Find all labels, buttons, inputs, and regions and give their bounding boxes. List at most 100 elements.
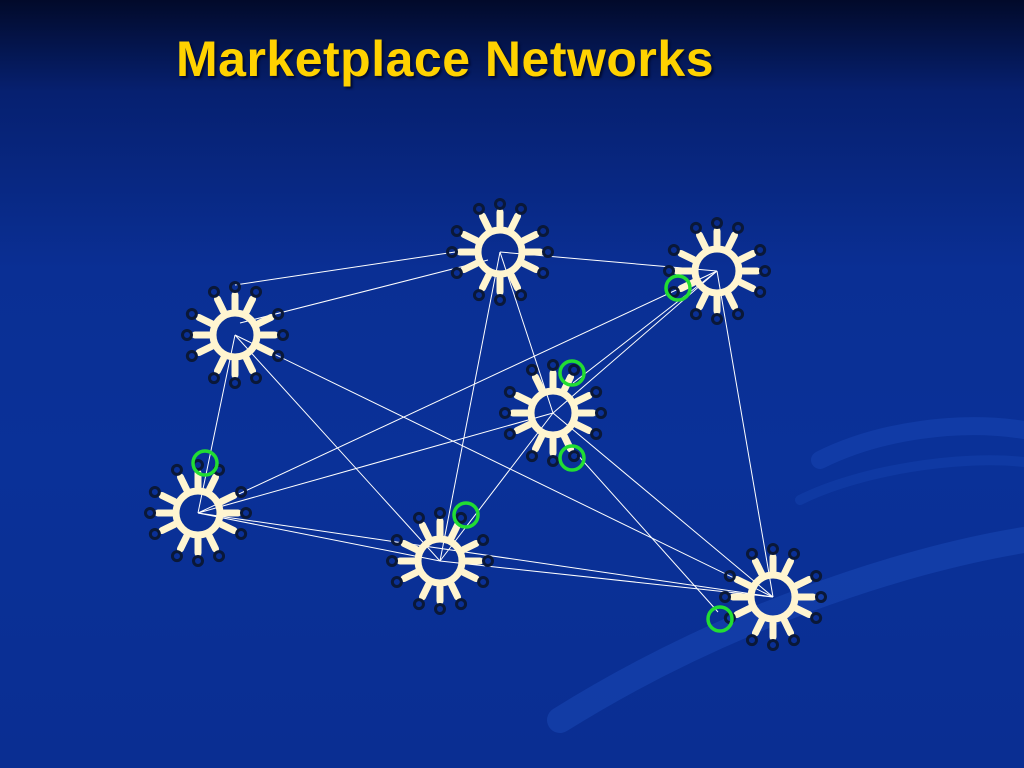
port-ring bbox=[477, 533, 490, 546]
port-ring bbox=[499, 407, 511, 419]
port-ring bbox=[455, 511, 468, 524]
hub-spoke bbox=[418, 521, 433, 542]
hub-spoke bbox=[478, 212, 493, 233]
slide-title: Marketplace Networks bbox=[176, 31, 715, 87]
port-ring bbox=[788, 547, 801, 560]
link-top-right-to-center bbox=[572, 270, 718, 384]
hub-spoke bbox=[242, 295, 257, 316]
hub-spoke bbox=[519, 230, 540, 245]
hub-spoke bbox=[205, 473, 220, 494]
port-ring bbox=[185, 350, 198, 363]
link-top-right-to-bottom-right bbox=[716, 270, 774, 598]
hub-spoke bbox=[459, 539, 480, 554]
port-ring bbox=[240, 507, 252, 519]
port-ring bbox=[723, 569, 736, 582]
port-ring bbox=[170, 550, 183, 563]
port-ring bbox=[689, 221, 702, 234]
port-ring bbox=[810, 569, 823, 582]
port-ring bbox=[386, 555, 398, 567]
hub-spoke bbox=[751, 557, 766, 578]
port-ring bbox=[754, 243, 767, 256]
port-ring bbox=[689, 308, 702, 321]
hub-spoke bbox=[400, 568, 421, 583]
port-ring bbox=[272, 307, 285, 320]
hub-spoke bbox=[176, 532, 191, 553]
link-center-to-bottom-center bbox=[439, 412, 554, 562]
hub-spoke bbox=[213, 295, 228, 316]
port-ring bbox=[595, 407, 607, 419]
hub-ring bbox=[691, 245, 743, 297]
link-lower-left-to-bottom-right bbox=[197, 512, 774, 598]
background-swooshes bbox=[547, 417, 1024, 733]
port-ring bbox=[450, 224, 463, 237]
port-ring bbox=[759, 265, 771, 277]
swoosh-3 bbox=[795, 455, 1024, 505]
port-ring bbox=[148, 485, 161, 498]
hub-spoke bbox=[736, 249, 757, 264]
port-ring bbox=[477, 576, 490, 589]
hub-spoke bbox=[205, 532, 220, 553]
hub-spoke bbox=[254, 342, 275, 357]
hub-ring bbox=[209, 309, 261, 361]
port-ring bbox=[494, 198, 506, 210]
port-ring bbox=[148, 528, 161, 541]
hub-spoke bbox=[447, 521, 462, 542]
hub-spoke bbox=[195, 313, 216, 328]
hub-spoke bbox=[724, 231, 739, 252]
connection-points bbox=[191, 274, 734, 633]
port-ring bbox=[767, 543, 779, 555]
hub-spoke bbox=[677, 278, 698, 293]
hub-spoke bbox=[677, 249, 698, 264]
port-ring bbox=[590, 428, 603, 441]
hub-spoke bbox=[217, 491, 238, 506]
port-ring bbox=[207, 372, 220, 385]
connector-ring-3 bbox=[558, 444, 586, 472]
port-ring bbox=[181, 329, 193, 341]
hub-spoke bbox=[572, 391, 593, 406]
port-ring bbox=[745, 634, 758, 647]
port-ring bbox=[235, 485, 248, 498]
hub-spoke bbox=[513, 391, 534, 406]
port-ring bbox=[144, 507, 156, 519]
hub-spoke bbox=[780, 557, 795, 578]
port-ring bbox=[547, 359, 559, 371]
port-ring bbox=[390, 576, 403, 589]
hub-top-center bbox=[446, 198, 554, 306]
port-ring bbox=[667, 243, 680, 256]
hub-spoke bbox=[513, 420, 534, 435]
port-ring bbox=[732, 308, 745, 321]
port-ring bbox=[229, 377, 241, 389]
port-ring bbox=[667, 286, 680, 299]
hub-ring bbox=[527, 387, 579, 439]
link-upper-left-to-top-center bbox=[239, 259, 489, 324]
port-ring bbox=[390, 533, 403, 546]
port-ring bbox=[412, 598, 425, 611]
hub-top-right bbox=[663, 217, 771, 325]
hub-spoke bbox=[531, 373, 546, 394]
hub-spoke bbox=[213, 354, 228, 375]
link-top-center-to-center bbox=[499, 251, 554, 414]
hub-ring bbox=[414, 535, 466, 587]
port-ring bbox=[412, 511, 425, 524]
hub-spoke bbox=[158, 520, 179, 535]
hub-spoke bbox=[531, 432, 546, 453]
port-ring bbox=[450, 267, 463, 280]
port-ring bbox=[515, 289, 528, 302]
hub-spoke bbox=[572, 420, 593, 435]
hub-lower-left bbox=[144, 459, 252, 567]
port-ring bbox=[745, 547, 758, 560]
port-ring bbox=[185, 307, 198, 320]
connector-ring-4 bbox=[191, 449, 219, 477]
hub-ring bbox=[474, 226, 526, 278]
port-ring bbox=[503, 428, 516, 441]
swoosh-2 bbox=[811, 417, 1024, 469]
port-ring bbox=[525, 363, 538, 376]
hub-spoke bbox=[733, 604, 754, 619]
port-ring bbox=[272, 350, 285, 363]
hub-spoke bbox=[507, 212, 522, 233]
port-ring bbox=[568, 363, 581, 376]
port-ring bbox=[434, 507, 446, 519]
port-ring bbox=[810, 612, 823, 625]
hub-spoke bbox=[418, 580, 433, 601]
